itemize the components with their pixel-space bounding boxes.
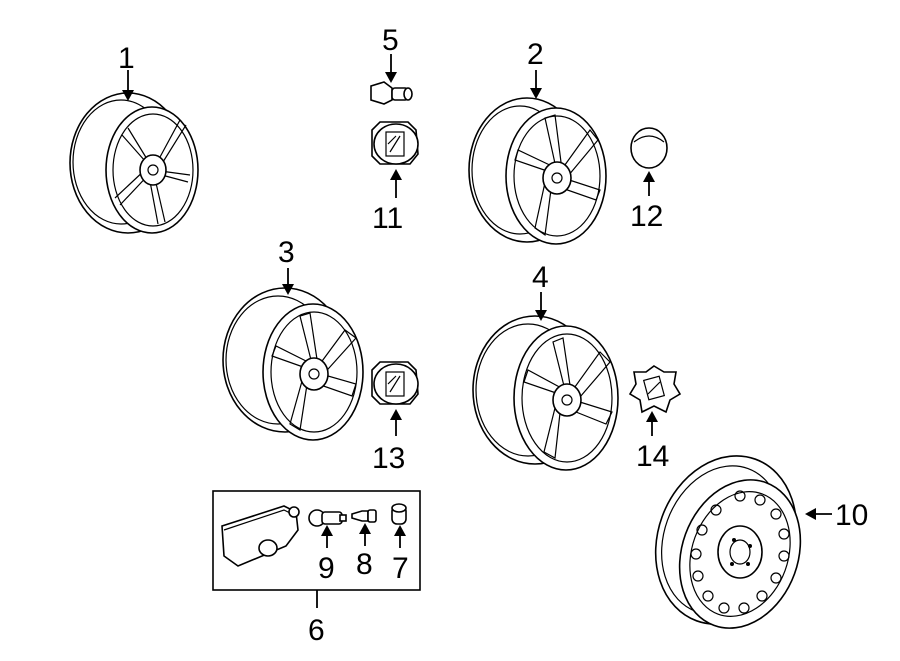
svg-text:9: 9: [318, 552, 335, 585]
callout-10: 10: [805, 499, 868, 532]
part-7-valve-cap[interactable]: [391, 503, 407, 525]
part-1-wheel[interactable]: [69, 92, 199, 234]
part-8-valve-core[interactable]: [351, 509, 377, 523]
callout-13: 13: [372, 409, 405, 475]
part-11-center-cap[interactable]: [371, 121, 419, 165]
part-3-wheel[interactable]: [222, 287, 364, 441]
part-13-center-cap[interactable]: [371, 361, 419, 405]
spare-wheel-holes: [690, 490, 790, 614]
callout-14: 14: [636, 411, 669, 473]
callout-2: 2: [527, 38, 544, 99]
tpms-sensor-icon: [221, 505, 300, 567]
part-2-wheel[interactable]: [468, 97, 607, 245]
svg-text:8: 8: [356, 548, 373, 581]
svg-text:13: 13: [372, 442, 405, 475]
callout-9: 9: [318, 525, 335, 585]
svg-text:14: 14: [636, 440, 669, 473]
part-10-spare-wheel[interactable]: [633, 436, 821, 645]
svg-text:12: 12: [630, 200, 663, 233]
callout-5: 5: [382, 24, 399, 83]
part-5-lug-nut[interactable]: [370, 81, 413, 105]
callout-3: 3: [278, 236, 295, 295]
svg-text:1: 1: [118, 42, 135, 75]
svg-text:2: 2: [527, 38, 544, 71]
svg-text:11: 11: [372, 202, 403, 235]
svg-text:7: 7: [392, 552, 409, 585]
callout-4: 4: [532, 261, 549, 321]
part-14-center-cap[interactable]: [628, 365, 682, 414]
part-6-tpms-kit[interactable]: [212, 490, 421, 591]
svg-text:4: 4: [532, 261, 549, 294]
svg-text:6: 6: [308, 614, 325, 647]
callout-1: 1: [118, 42, 135, 101]
part-4-wheel[interactable]: [472, 315, 619, 471]
callout-8: 8: [356, 523, 373, 581]
callout-12: 12: [630, 171, 663, 233]
svg-text:3: 3: [278, 236, 295, 269]
part-9-valve-stem[interactable]: [308, 509, 347, 527]
part-12-cap[interactable]: [630, 127, 668, 169]
svg-text:5: 5: [382, 24, 399, 57]
callout-6: 6: [308, 590, 325, 647]
callout-7: 7: [392, 525, 409, 585]
callout-11: 11: [372, 169, 403, 235]
svg-text:10: 10: [835, 499, 868, 532]
